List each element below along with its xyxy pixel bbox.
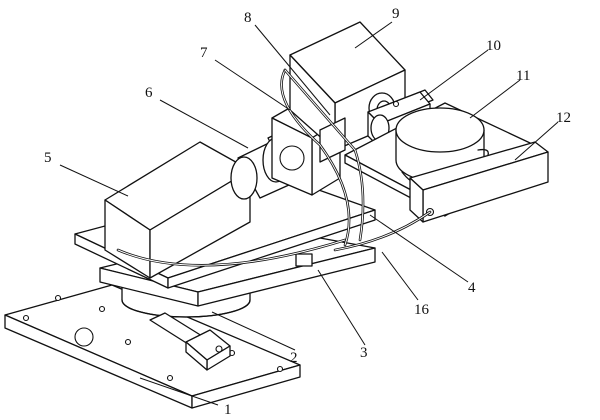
label-11: 11	[516, 68, 530, 84]
label-5: 5	[44, 150, 52, 166]
label-6: 6	[145, 85, 153, 101]
label-3: 3	[360, 345, 368, 361]
label-7: 7	[200, 45, 208, 61]
label-10: 10	[486, 38, 501, 54]
label-8: 8	[244, 10, 252, 26]
signal-wires	[116, 68, 432, 267]
base-plate	[4, 284, 301, 409]
label-2: 2	[290, 350, 298, 366]
label-12: 12	[556, 110, 571, 126]
label-4: 4	[468, 280, 476, 296]
sensor-bar	[409, 141, 549, 223]
label-16: 16	[414, 302, 430, 318]
label-9: 9	[392, 6, 400, 22]
label-1: 1	[224, 402, 232, 418]
leader-lines	[59, 21, 559, 406]
